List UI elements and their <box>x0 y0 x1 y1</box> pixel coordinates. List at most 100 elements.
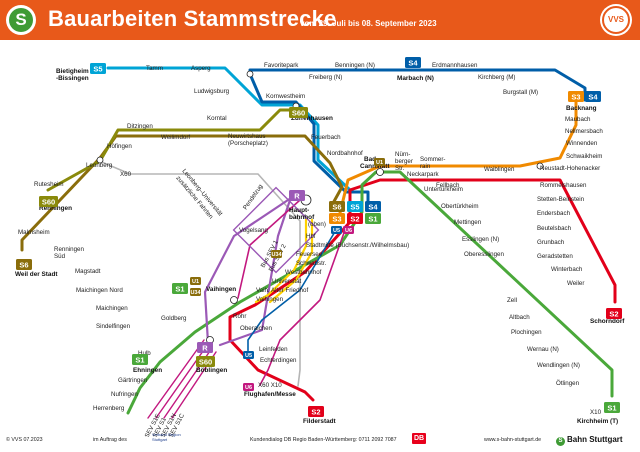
sev-stop-label[interactable]: Feuersee <box>296 251 323 258</box>
station-label[interactable]: Vaihingen <box>206 286 236 293</box>
station-label[interactable]: Nellmersbach <box>565 128 603 135</box>
station-label[interactable]: Weil der Stadt <box>15 271 58 278</box>
station-label[interactable]: Marbach (N) <box>397 75 434 82</box>
station-label[interactable]: Gärtringen <box>118 377 148 384</box>
station-label[interactable]: Nordbahnhof <box>327 150 363 157</box>
line-badge-s4-marbach[interactable]: S4 <box>405 57 421 68</box>
station-label[interactable]: Weiler <box>567 280 584 287</box>
station-label[interactable]: Rohr <box>233 313 246 320</box>
station-label[interactable]: Neustadt-Hohenacker <box>540 165 600 172</box>
station-label[interactable]: Wendlingen (N) <box>537 362 580 369</box>
sev-stop-label[interactable]: Vaih. Alter Friedhof <box>256 287 308 294</box>
station-label[interactable]: Winnenden <box>566 140 598 147</box>
station-label[interactable]: Beutelsbach <box>537 225 572 232</box>
line-badge-s6-weil[interactable]: S6 <box>16 259 32 270</box>
station-label[interactable]: rain <box>420 163 431 170</box>
station-label[interactable]: Böblingen <box>196 367 227 374</box>
station-label[interactable]: Leonberg <box>86 162 113 169</box>
line-badge-s2-schorndorf[interactable]: S2 <box>606 308 622 319</box>
station-label[interactable]: Burgstall (M) <box>503 89 538 96</box>
station-label[interactable]: Ludwigsburg <box>194 88 230 95</box>
line-badge-s60-zuffenhausen[interactable]: S60 <box>289 107 308 118</box>
sev-stop-label[interactable]: Schwabstr. <box>296 260 327 267</box>
station-label[interactable]: Grunbach <box>537 239 565 246</box>
station-label[interactable]: Sindelfingen <box>96 323 131 330</box>
station-label[interactable]: Korntal <box>207 115 227 122</box>
station-label[interactable]: Obertürkheim <box>441 203 478 210</box>
station-label[interactable]: (oben) <box>308 221 326 228</box>
station-label[interactable]: Hulb <box>138 350 151 357</box>
station-label[interactable]: Asperg <box>191 65 211 72</box>
station-label[interactable]: Endersbach <box>537 210 571 217</box>
station-label[interactable]: Favoritepark <box>264 62 299 69</box>
line-badge-u1-vaihingen[interactable]: U1 <box>190 277 201 285</box>
station-label[interactable]: Zuffenhausen <box>291 115 333 122</box>
sev-stop-label[interactable]: Universität <box>272 278 302 285</box>
website-link[interactable]: www.s-bahn-stuttgart.de <box>484 437 542 443</box>
station-label[interactable]: Kirchberg (M) <box>478 74 515 81</box>
sev-stop-label[interactable]: Hbf <box>306 233 316 240</box>
station-label[interactable]: Malmsheim <box>18 229 50 236</box>
station-label[interactable]: Ötlingen <box>556 380 580 387</box>
station-label[interactable]: Höfingen <box>107 143 132 150</box>
station-label[interactable]: Winterbach <box>551 266 583 273</box>
station-label[interactable]: Rommelshausen <box>540 182 587 189</box>
station-label[interactable]: Freiberg (N) <box>309 74 342 81</box>
station-label[interactable]: Neckarpark <box>407 171 440 178</box>
line-badge-u5-hbf[interactable]: U5 <box>331 226 342 234</box>
sev-stop-label[interactable]: Stadtmitte (Büchsenstr./Wilhelmsbau) <box>306 242 409 249</box>
station-label[interactable]: (Porscheplatz) <box>228 140 268 147</box>
line-badge-r-boeblingen[interactable]: R <box>197 342 213 353</box>
sev-stop-label[interactable]: Westbahnhof <box>285 269 322 276</box>
station-label[interactable]: Renningen <box>54 246 84 253</box>
station-label[interactable]: Goldberg <box>161 315 187 322</box>
line-badge-s6-hbf[interactable]: S6 <box>329 201 345 212</box>
line-badge-u5-leinfelden[interactable]: U5 <box>243 351 254 359</box>
station-label[interactable]: Plochingen <box>511 329 542 336</box>
line-badge-s2-filderstadt[interactable]: S2 <box>308 406 324 417</box>
vaihingen-station-marker[interactable] <box>230 296 238 304</box>
station-label[interactable]: Filderstadt <box>303 418 337 425</box>
line-badge-s1-vaihingen[interactable]: S1 <box>172 283 188 294</box>
line-badge-r-hbf[interactable]: R <box>289 190 305 201</box>
station-label[interactable]: X60 X10 <box>258 382 282 389</box>
station-label[interactable]: Stetten-Beinstein <box>537 196 585 203</box>
station-label[interactable]: Schwaikheim <box>566 153 602 160</box>
station-label[interactable]: Tamm <box>146 65 163 72</box>
station-label[interactable]: Esslingen (N) <box>462 236 499 243</box>
station-label[interactable]: Altbach <box>509 314 530 321</box>
station-label[interactable]: Geradstetten <box>537 253 573 260</box>
station-label[interactable]: Sommer- <box>420 156 445 163</box>
station-label[interactable]: Echterdingen <box>260 357 297 364</box>
station-label[interactable]: Renningen <box>39 205 72 212</box>
line-badge-s60-boeblingen[interactable]: S60 <box>196 356 215 367</box>
station-label[interactable]: Maubach <box>565 116 591 123</box>
ludwigsburg-station-marker[interactable] <box>246 70 254 78</box>
station-label[interactable]: Waiblingen <box>484 166 515 173</box>
station-label[interactable]: Herrenberg <box>93 405 125 412</box>
line-badge-s4-backnang[interactable]: S4 <box>585 91 601 102</box>
station-label[interactable]: Magstadt <box>75 268 101 275</box>
station-label[interactable]: Ehningen <box>133 367 162 374</box>
station-label[interactable]: bahnhof <box>289 214 315 221</box>
line-badge-s3-hbf[interactable]: S3 <box>329 213 345 224</box>
waiblingen-station-marker[interactable] <box>536 162 544 170</box>
station-label[interactable]: Maichingen <box>96 305 128 312</box>
station-label[interactable]: Feuerbach <box>311 134 341 141</box>
line-badge-u1-cannstatt[interactable]: U1 <box>374 158 385 166</box>
sev-stop-label[interactable]: Vaihingen <box>256 296 284 303</box>
line-badge-s3-backnang[interactable]: S3 <box>568 91 584 102</box>
station-label[interactable]: Untertürkheim <box>424 186 463 193</box>
line-badge-s2-hbf[interactable]: S2 <box>347 213 363 224</box>
station-label[interactable]: -Bissingen <box>56 75 89 82</box>
line-badge-s1-hbf[interactable]: S1 <box>365 213 381 224</box>
station-label[interactable]: Oberaichen <box>240 325 273 332</box>
station-label[interactable]: Süd <box>54 253 66 260</box>
station-label[interactable]: Nürn- <box>395 151 410 158</box>
station-label[interactable]: Schorndorf <box>590 318 625 325</box>
station-label[interactable]: Str. <box>395 165 405 172</box>
station-label[interactable]: Maichingen Nord <box>76 287 123 294</box>
line-badge-s60-renningen[interactable]: S60 <box>39 196 58 207</box>
station-label[interactable]: Vogelsang <box>239 227 268 234</box>
station-label[interactable]: Kirchheim (T) <box>577 418 618 425</box>
